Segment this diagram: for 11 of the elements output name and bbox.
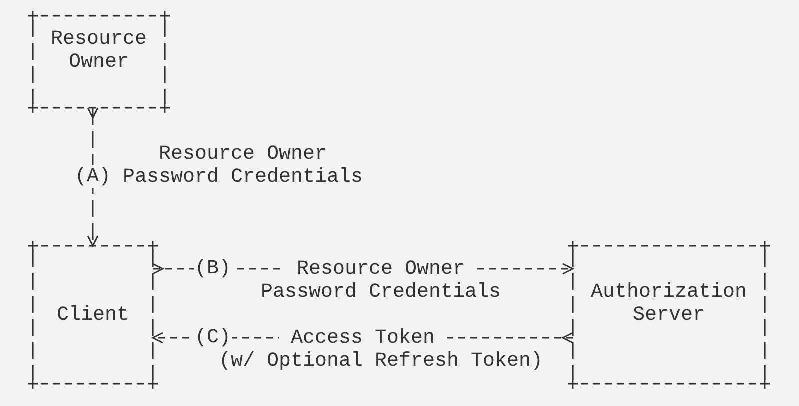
entity-box <box>27 238 159 392</box>
message-label: (w/ Optional Refresh Token) <box>219 350 544 372</box>
entity-box <box>27 8 171 116</box>
box-label: Authorization Server <box>590 280 748 326</box>
message-label: Resource Owner Password Credentials <box>122 142 364 188</box>
box-label: Client <box>56 304 130 326</box>
entity-box <box>567 238 771 392</box>
arrow <box>87 107 99 247</box>
edge-label: (C) <box>194 326 232 350</box>
box-label: Resource Owner <box>50 28 148 74</box>
edge-label: (B) <box>194 258 232 280</box>
